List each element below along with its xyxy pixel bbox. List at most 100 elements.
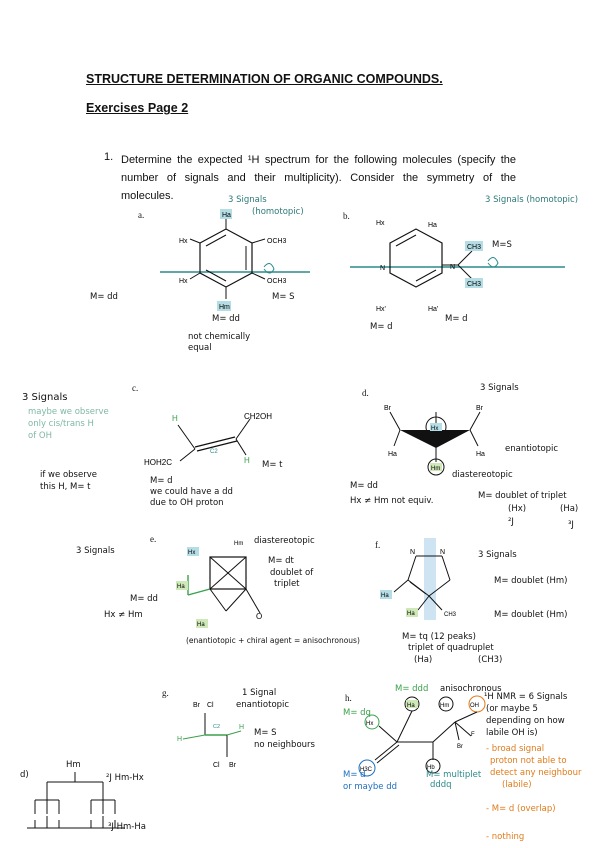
question-number: 1. <box>104 151 114 163</box>
svg-text:C2: C2 <box>210 449 218 455</box>
molecule-a: Ha Hx OCH3 OCH3 Hx Hm <box>160 209 310 311</box>
molecule-g: Br Cl H H Cl Br C2 <box>177 702 244 769</box>
svg-text:H: H <box>239 724 244 731</box>
part-c-note3: of OH <box>28 431 52 441</box>
part-b-label: b. <box>343 211 350 221</box>
part-f-m-tq: M= tq (12 peaks) <box>402 632 476 642</box>
part-b-signals: 3 Signals (homotopic) <box>485 195 579 205</box>
part-g-enant: enantiotopic <box>236 700 290 710</box>
part-h-label: h. <box>345 693 352 703</box>
svg-text:Hx: Hx <box>376 220 385 227</box>
part-h-nothing: - nothing <box>486 832 525 842</box>
part-d-label: d. <box>362 388 369 398</box>
part-c-m-t: M= t <box>262 460 283 470</box>
part-h-broad2: proton not able to <box>490 756 567 766</box>
part-c-note4: we could have a dd <box>150 487 233 497</box>
svg-text:Br: Br <box>384 405 392 412</box>
svg-text:OH: OH <box>470 703 479 709</box>
svg-text:Br: Br <box>229 762 237 769</box>
molecule-h: Hx Ha Hm OH F Br H3C Hb <box>358 695 486 777</box>
part-h-maybe: (or maybe 5 <box>486 704 538 714</box>
part-a-label: a. <box>138 210 145 220</box>
part-e-dt2: triplet <box>274 579 300 589</box>
molecule-b: N N CH3 CH3 Hx Ha Hx' Ha' <box>350 220 565 313</box>
part-h-dddq: dddq <box>430 780 452 790</box>
part-f-label: f. <box>375 540 381 550</box>
part-a-signals: 3 Signals <box>228 195 267 205</box>
svg-text:Hx: Hx <box>366 721 373 727</box>
svg-text:C2: C2 <box>213 724 220 730</box>
part-a-m-dd-left: M= dd <box>90 292 118 302</box>
svg-text:CH2OH: CH2OH <box>244 412 272 421</box>
part-f-m-doublet1: M= doublet (Hm) <box>494 576 568 586</box>
part-a-homotopic: (homotopic) <box>252 207 304 217</box>
part-g-label: g. <box>162 688 169 698</box>
part-h-m-mult: M= multiplet <box>426 770 482 780</box>
part-c-note5: due to OH proton <box>150 498 224 508</box>
svg-text:Hm: Hm <box>219 304 230 311</box>
part-h-broad: - broad signal <box>486 744 545 754</box>
part-h-broad4: (labile) <box>502 780 532 790</box>
part-d-diastereotopic: diastereotopic <box>452 470 513 480</box>
svg-text:Ha: Ha <box>197 622 205 628</box>
part-c-label: c. <box>132 383 139 393</box>
part-b-m-s: M=S <box>492 240 512 250</box>
svg-text:Br: Br <box>193 702 201 709</box>
svg-text:Hx: Hx <box>179 238 188 245</box>
part-c-m-d: M= d <box>150 476 173 486</box>
tree-top-label: Hm <box>66 760 81 770</box>
svg-text:Hb: Hb <box>427 765 435 771</box>
part-e-bottom: (enantiotopic + chiral agent = anisochro… <box>186 636 360 645</box>
svg-text:CH3: CH3 <box>467 281 481 288</box>
svg-text:H: H <box>177 736 182 743</box>
svg-text:Br: Br <box>476 405 484 412</box>
molecule-d: Hx Hm Br Br Ha Ha <box>384 405 485 476</box>
part-d-j3: ³J <box>568 520 574 530</box>
part-b-m-d-left: M= d <box>370 322 393 332</box>
part-h-broad3: detect any neighbour <box>490 768 582 778</box>
part-h-maybe-dd: or maybe dd <box>343 782 398 792</box>
svg-text:Ha: Ha <box>177 584 185 590</box>
svg-text:Hx: Hx <box>179 278 188 285</box>
svg-text:Cl: Cl <box>213 762 220 769</box>
svg-text:Ha: Ha <box>388 451 397 458</box>
part-f-tq: triplet of quadruplet <box>408 643 494 653</box>
part-e-label: e. <box>150 534 157 544</box>
page-title: STRUCTURE DETERMINATION OF ORGANIC COMPO… <box>86 72 443 86</box>
part-a-m-s: M= S <box>272 292 295 302</box>
svg-text:CH3: CH3 <box>467 244 481 251</box>
part-e-m-dt: M= dt <box>268 556 294 566</box>
part-b-m-d-right: M= d <box>445 314 468 324</box>
part-c-obs2: this H, M= t <box>40 482 91 492</box>
svg-text:N: N <box>450 264 455 271</box>
svg-text:Ha': Ha' <box>428 306 438 313</box>
part-a-m-dd-bottom: M= dd <box>212 314 240 324</box>
svg-text:OCH3: OCH3 <box>267 238 287 245</box>
svg-text:Hm: Hm <box>440 703 449 709</box>
svg-text:Ha: Ha <box>428 222 437 229</box>
part-e-m-dd: M= dd <box>130 594 158 604</box>
part-h-md-overlap: - M= d (overlap) <box>486 804 556 814</box>
part-h-m-d: M= d <box>343 770 366 780</box>
svg-text:Hm: Hm <box>234 541 243 547</box>
svg-text:Hx': Hx' <box>376 306 386 313</box>
page-subtitle: Exercises Page 2 <box>86 101 189 115</box>
svg-text:Ha: Ha <box>476 451 485 458</box>
question-text: Determine the expected ¹H spectrum for t… <box>121 154 516 202</box>
part-e-diast: diastereotopic <box>254 536 315 546</box>
svg-text:N: N <box>440 549 445 556</box>
svg-text:F: F <box>471 732 475 738</box>
part-e-signals: 3 Signals <box>76 546 115 556</box>
tree-label: d) <box>20 770 29 780</box>
part-c-signals: 3 Signals <box>22 392 68 403</box>
svg-text:Br: Br <box>457 744 463 750</box>
part-d-m-doublet: M= doublet of triplet <box>478 491 567 501</box>
part-c-obs1: if we observe <box>40 470 97 480</box>
svg-text:CH3: CH3 <box>444 612 457 618</box>
part-f-ch3: (CH3) <box>478 655 503 665</box>
svg-text:H: H <box>244 456 250 465</box>
part-f-ha: (Ha) <box>414 655 433 665</box>
part-g-signals: 1 Signal <box>242 688 277 698</box>
part-e-hx-hm: Hx ≠ Hm <box>104 610 143 620</box>
svg-text:Ha: Ha <box>407 611 415 617</box>
